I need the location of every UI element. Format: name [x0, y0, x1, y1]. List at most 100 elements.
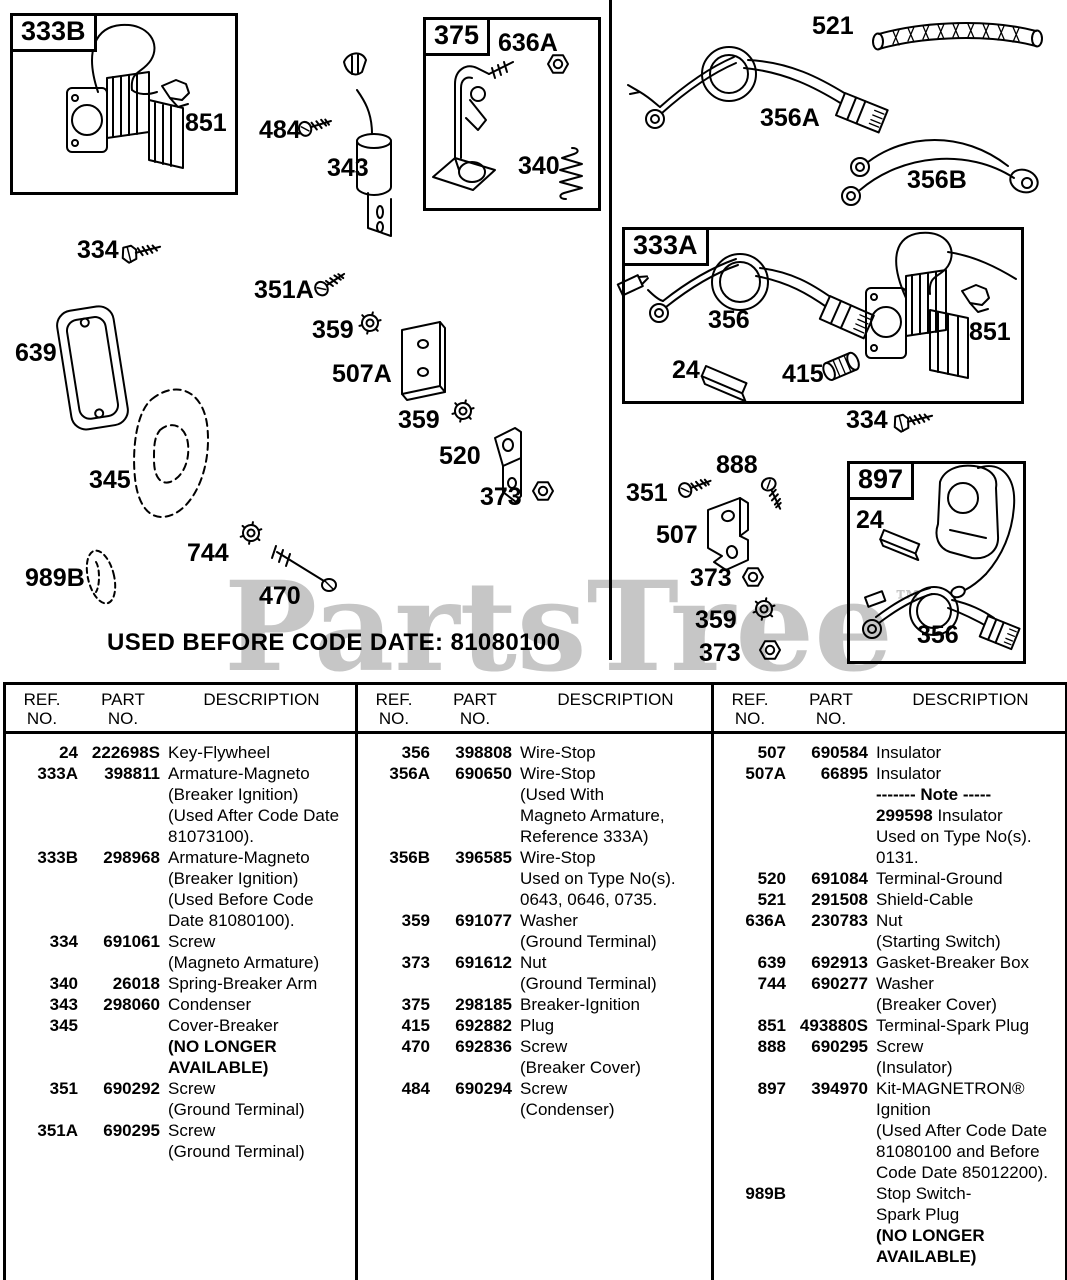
ref-no-cell: 636A [745, 911, 786, 930]
part-no-cell: 398811 [104, 764, 160, 783]
flywheel-key-24-drawing [700, 365, 748, 403]
ref-no-cell: 345 [49, 1016, 78, 1035]
part-no-cell: 222698S [91, 743, 160, 762]
description-cell: Shield-Cable [876, 890, 974, 909]
part-no-cell: 690292 [103, 1079, 160, 1098]
table-row: 636A 230783 Nut(Starting Switch) [714, 910, 1065, 952]
callout-356: 356 [708, 306, 750, 334]
condenser-screw-484-drawing [296, 113, 334, 139]
description-cell: Armature-Magneto(Breaker Ignition)(Used … [168, 848, 314, 930]
part-no-cell: 691612 [455, 953, 512, 972]
part-no-cell: 691061 [103, 932, 160, 951]
callout-359: 359 [312, 316, 354, 344]
callout-356A: 356A [760, 104, 820, 132]
callout-521: 521 [812, 12, 854, 40]
ref-no-cell: 359 [401, 911, 430, 930]
description-cell: Washer(Breaker Cover) [876, 974, 997, 1014]
callout-851: 851 [185, 109, 227, 137]
inset-box-333A-label: 333A [622, 227, 709, 266]
callout-359c: 359 [695, 606, 737, 634]
breaker-arm-spring-340-drawing [559, 147, 583, 200]
ground-nut-373-drawing [532, 481, 554, 501]
description-cell: Screw(Ground Terminal) [168, 1079, 305, 1119]
part-no-cell: 26018 [112, 974, 160, 993]
part-no-cell: 66895 [820, 764, 868, 783]
part-no-cell: 690584 [811, 743, 868, 762]
ref-no-cell: 351A [37, 1121, 78, 1140]
ground-screw-351A-drawing [311, 267, 349, 299]
ref-no-cell: 356A [389, 764, 430, 783]
callout-415: 415 [782, 360, 824, 388]
description-header: DESCRIPTION [203, 690, 320, 709]
part-no-cell: 298968 [103, 848, 160, 867]
description-cell: Wire-Stop [520, 743, 596, 762]
description-cell: Breaker-Ignition [520, 995, 641, 1014]
ref-no-cell: 989B [745, 1184, 786, 1203]
inset-box-333B-label: 333B [10, 13, 97, 52]
breaker-box-gasket-639-drawing [56, 305, 129, 431]
ref-no-cell: 888 [757, 1037, 786, 1056]
part-no-cell: 230783 [811, 911, 868, 930]
armature-magneto-333A-drawing [865, 231, 1017, 379]
description-cell: Terminal-Spark Plug [876, 1016, 1030, 1035]
description-cell: Nut(Ground Terminal) [520, 953, 657, 993]
ref-no-cell: 373 [401, 953, 430, 972]
description-cell: Gasket-Breaker Box [876, 953, 1030, 972]
description-cell: Nut(Starting Switch) [876, 911, 1001, 951]
callout-373: 373 [480, 483, 522, 511]
callout-636A: 636A [498, 29, 558, 57]
ref-no-header: REF.NO. [375, 690, 413, 728]
plug-415-drawing [822, 351, 860, 381]
ref-no-header: REF.NO. [731, 690, 769, 728]
inset-box-897-label: 897 [847, 461, 915, 500]
table-row: 334 691061 Screw(Magneto Armature) [6, 931, 355, 973]
description-cell: Screw(Magneto Armature) [168, 932, 320, 972]
callout-484: 484 [259, 116, 301, 144]
callout-351A: 351A [254, 276, 314, 304]
shield-cable-521-drawing [872, 22, 1043, 51]
callout-343: 343 [327, 154, 369, 182]
part-no-cell: 298060 [103, 995, 160, 1014]
callout-359b: 359 [398, 406, 440, 434]
stop-switch-989B-drawing [85, 549, 117, 605]
ground-washer-359-drawing [356, 308, 384, 338]
wire-stop-356A-drawing [627, 46, 889, 134]
callout-507: 507 [656, 521, 698, 549]
part-no-cell: 398808 [455, 743, 512, 762]
ref-no-cell: 484 [401, 1079, 430, 1098]
part-no-cell: 692913 [811, 953, 868, 972]
description-cell: Kit-MAGNETRON®Ignition(Used After Code D… [876, 1079, 1049, 1182]
callout-334: 334 [77, 236, 119, 264]
ground-washer-359b-drawing [449, 396, 477, 426]
insulator-screw-888-drawing [758, 474, 788, 513]
inset-box-897: 897 [847, 461, 1026, 664]
part-no-cell: 394970 [811, 1079, 868, 1098]
ref-no-cell: 520 [757, 869, 786, 888]
table-row: 897 394970 Kit-MAGNETRON®Ignition(Used Aft… [714, 1078, 1065, 1183]
ref-no-cell: 507 [757, 743, 786, 762]
description-cell: Armature-Magneto(Breaker Ignition)(Used … [168, 764, 340, 846]
diagram-divider [609, 0, 612, 660]
cover-washer-744-drawing [238, 519, 264, 547]
ref-no-cell: 897 [757, 1079, 786, 1098]
ref-no-cell: 415 [401, 1016, 430, 1035]
ref-no-cell: 334 [49, 932, 78, 951]
part-no-cell: 493880S [799, 1016, 868, 1035]
